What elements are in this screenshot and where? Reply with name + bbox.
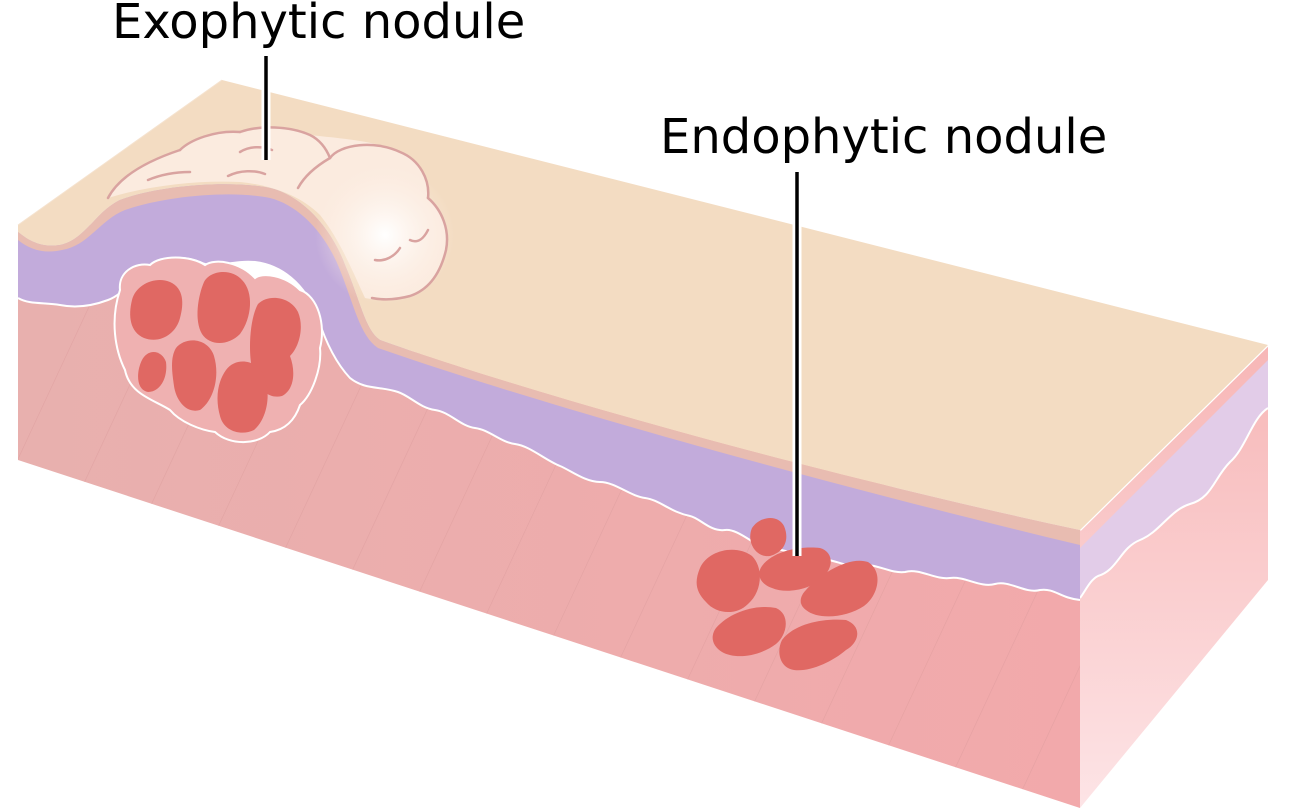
epidermis-layer <box>18 174 1080 600</box>
tumor-cluster-right <box>696 517 878 671</box>
exophytic-nodule <box>106 126 455 305</box>
leader-lines <box>261 56 802 556</box>
endophytic-nodule-label: Endophytic nodule <box>660 109 1107 165</box>
right-end-face <box>1079 344 1269 808</box>
tumor-cluster-left <box>113 256 323 444</box>
exophytic-nodule-label: Exophytic nodule <box>112 0 525 50</box>
